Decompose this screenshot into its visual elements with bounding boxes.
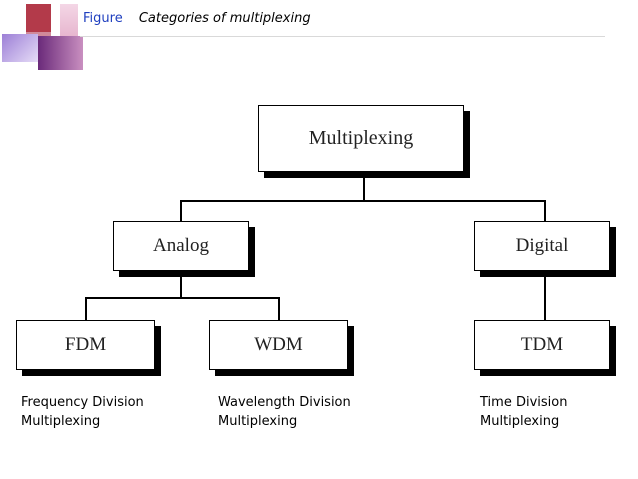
node-tdm: TDM — [474, 320, 610, 370]
node-tdm-label: TDM — [520, 334, 564, 355]
root-connector — [363, 172, 365, 201]
figure-label: Figure — [83, 11, 123, 26]
node-analog: Analog — [113, 221, 249, 271]
node-fdm-label: FDM — [64, 334, 107, 355]
branch-horizontal-connector — [180, 200, 546, 202]
node-multiplexing-label: Multiplexing — [308, 127, 414, 149]
wdm-description: Wavelength Division Multiplexing — [218, 393, 388, 431]
node-digital-label: Digital — [515, 235, 569, 256]
tdm-description: Time Division Multiplexing — [480, 393, 638, 431]
node-fdm: FDM — [16, 320, 155, 370]
fdm-description: Frequency Division Multiplexing — [21, 393, 191, 431]
wdm-description-line2: Multiplexing — [218, 414, 298, 429]
tdm-description-line1: Time Division — [480, 395, 568, 410]
fdm-description-line2: Multiplexing — [21, 414, 101, 429]
node-wdm-label: WDM — [254, 334, 303, 355]
slide-title: Figure Categories of multiplexing — [83, 11, 311, 26]
tdm-up-connector — [544, 269, 546, 320]
analog-down-connector — [180, 269, 182, 298]
node-multiplexing: Multiplexing — [258, 105, 464, 172]
node-wdm: WDM — [209, 320, 348, 370]
wdm-up-connector — [278, 297, 280, 320]
leaf-horizontal-connector — [85, 297, 280, 299]
tdm-description-line2: Multiplexing — [480, 414, 560, 429]
slide-decoration — [0, 0, 95, 75]
figure-caption: Categories of multiplexing — [138, 11, 311, 26]
node-digital: Digital — [474, 221, 610, 271]
digital-up-connector — [544, 200, 546, 221]
analog-up-connector — [180, 200, 182, 221]
fdm-description-line1: Frequency Division — [21, 395, 144, 410]
node-analog-label: Analog — [153, 235, 209, 256]
fdm-up-connector — [85, 297, 87, 320]
wdm-description-line1: Wavelength Division — [218, 395, 351, 410]
title-divider — [80, 36, 605, 37]
